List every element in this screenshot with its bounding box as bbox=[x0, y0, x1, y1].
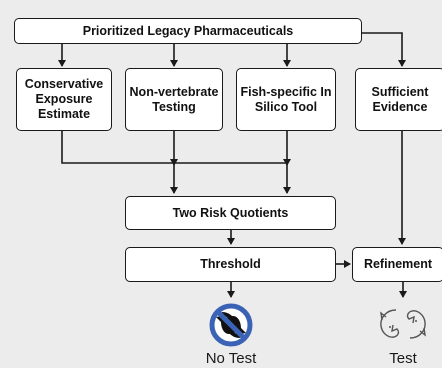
refinement-box-label: Refinement bbox=[363, 257, 433, 271]
nonvert-box-label: Non-vertebrate Testing bbox=[129, 84, 219, 114]
arrow-title-to-evidence bbox=[362, 32, 406, 67]
line-exposure-bus bbox=[61, 131, 287, 164]
refinement-box: Refinement bbox=[352, 247, 442, 282]
threshold-box: Threshold bbox=[125, 247, 336, 282]
evidence-box-label: Sufficient Evidence bbox=[371, 84, 429, 114]
exposure-box: Conservative Exposure Estimate bbox=[16, 68, 112, 131]
test-label: Test bbox=[389, 350, 417, 367]
no-test-label: No Test bbox=[205, 350, 257, 367]
risk-box: Two Risk Quotients bbox=[125, 196, 336, 230]
fish-tool-box-label: Fish-specific In Silico Tool bbox=[240, 84, 332, 114]
title-box-label: Prioritized Legacy Pharmaceuticals bbox=[82, 23, 294, 38]
nonvert-box: Non-vertebrate Testing bbox=[125, 68, 223, 131]
no-fish-icon bbox=[209, 303, 253, 347]
exposure-box-label: Conservative Exposure Estimate bbox=[24, 77, 104, 121]
risk-box-label: Two Risk Quotients bbox=[172, 205, 289, 220]
fish-pair-icon bbox=[380, 309, 426, 339]
title-box: Prioritized Legacy Pharmaceuticals bbox=[14, 18, 362, 44]
threshold-box-label: Threshold bbox=[200, 257, 261, 271]
evidence-box: Sufficient Evidence bbox=[355, 68, 442, 131]
fish-tool-box: Fish-specific In Silico Tool bbox=[236, 68, 336, 131]
